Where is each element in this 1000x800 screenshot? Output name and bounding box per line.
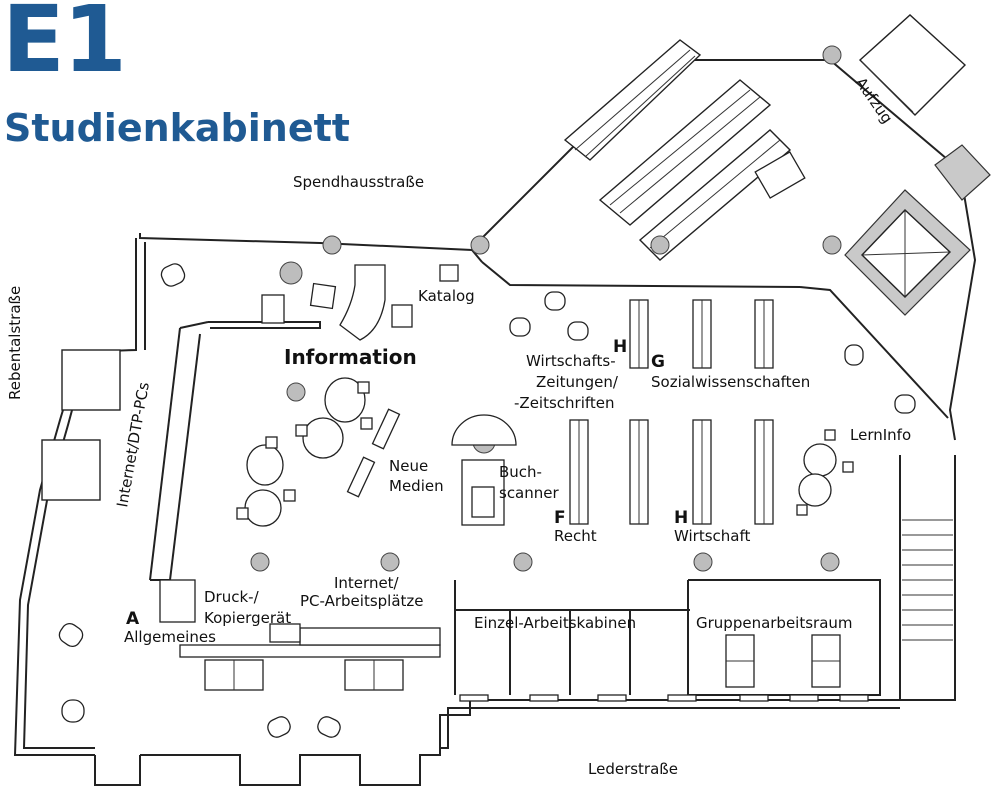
section-g-name: Sozialwissenschaften [651,373,810,391]
section-h2-letter: H [613,337,627,357]
lerninfo-label: LernInfo [850,426,911,444]
katalog-label: Katalog [418,287,475,305]
floor-code: E1 [2,0,127,93]
workstations [159,579,881,702]
section-g-letter: G [651,352,665,372]
street-west-label: Rebentalstraße [6,286,24,400]
neue-medien-label-2: Medien [389,477,444,495]
section-f-name: Recht [554,527,597,545]
neue-medien-label-1: Neue [389,457,428,475]
buchscanner-label-2: scanner [499,484,559,502]
internet-pc-label-2: PC-Arbeitsplätze [300,592,424,610]
floor-title: Studienkabinett [4,106,350,150]
buchscanner-label-1: Buch- [499,463,542,481]
section-h2-name-1: Wirtschafts- [526,352,616,370]
building-outline [13,14,977,786]
section-h2-name-2: Zeitungen/ [536,373,619,391]
labels: Spendhausstraße Rebentalstraße Lederstra… [6,74,911,778]
street-south-label: Lederstraße [588,760,678,778]
internet-pc-label-1: Internet/ [334,574,400,592]
shelves [569,299,774,525]
gruppen-label: Gruppenarbeitsraum [696,614,853,632]
druck-label-1: Druck-/ [204,588,260,606]
stairs [563,39,991,641]
information-area [58,151,916,738]
section-h-letter: H [674,508,688,528]
information-label: Information [284,345,417,369]
section-h-name: Wirtschaft [674,527,750,545]
druck-label-2: Kopiergerät [204,609,291,627]
section-a-name: Allgemeines [124,628,216,646]
section-h2-name-3: -Zeitschriften [514,394,615,412]
section-f-letter: F [554,508,566,528]
einzel-label: Einzel-Arbeitskabinen [474,614,636,632]
street-north-label: Spendhausstraße [293,173,424,191]
section-a-letter: A [126,609,140,629]
